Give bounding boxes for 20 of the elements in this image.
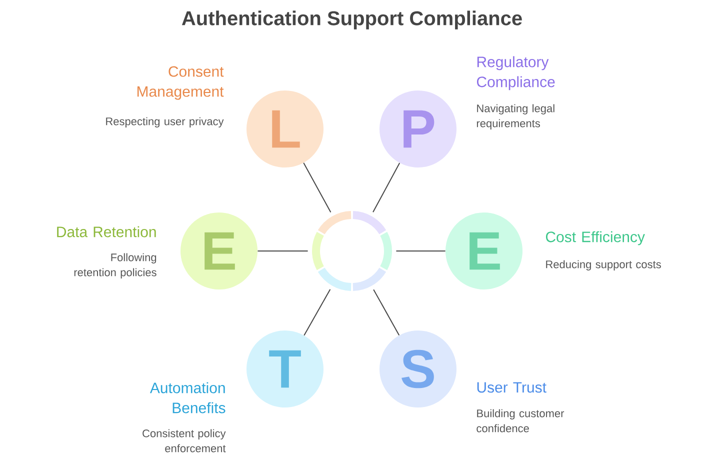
connector-line bbox=[303, 162, 332, 213]
ring bbox=[312, 211, 392, 291]
heading: Automation Benefits bbox=[150, 382, 226, 414]
heading: Consent Management bbox=[137, 66, 224, 100]
connector-line bbox=[372, 162, 400, 213]
heading: Cost Efficiency bbox=[546, 231, 645, 246]
heading: User Trust bbox=[477, 382, 546, 393]
heading: Regulatory Compliance bbox=[476, 56, 555, 90]
description: Following retention policies bbox=[74, 253, 156, 278]
connector-line bbox=[373, 289, 400, 336]
description: Consistent policy enforcement bbox=[142, 429, 226, 452]
description: Navigating legal requirements bbox=[476, 104, 554, 130]
description: Building customer confidence bbox=[476, 409, 564, 432]
description: Reducing support costs bbox=[546, 260, 661, 270]
description: Respecting user privacy bbox=[106, 117, 224, 128]
heading: Data Retention bbox=[57, 226, 156, 238]
connector-line bbox=[257, 250, 308, 252]
connector-line bbox=[396, 250, 446, 252]
title: Authentication Support Compliance bbox=[182, 10, 522, 30]
connector-line bbox=[304, 288, 331, 336]
